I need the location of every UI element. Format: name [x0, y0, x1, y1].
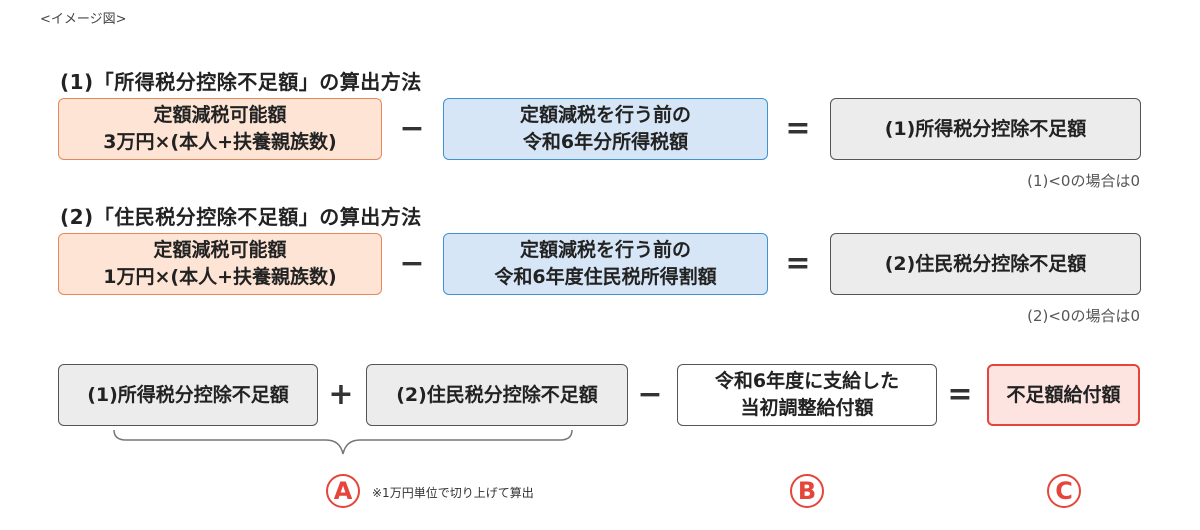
image-caption: <イメージ図> [40, 12, 127, 27]
formula-term2-label: (2)住民税分控除不足額 [396, 383, 598, 406]
section2-deduction-capacity-box: 定額減税可能額 1万円×(本人+扶養親族数) [58, 233, 382, 295]
formula-minus-operator: − [637, 377, 663, 412]
section1-box-b-line1: 定額減税を行う前の [519, 104, 691, 126]
section2-result-box: (2)住民税分控除不足額 [830, 233, 1141, 295]
sum-brace [113, 429, 573, 455]
formula-result-label: 不足額給付額 [1006, 383, 1121, 406]
label-c-circle: C [1047, 474, 1081, 508]
label-a-circle: A [326, 474, 360, 508]
formula-term1-label: (1)所得税分控除不足額 [87, 383, 289, 406]
formula-equals-operator: = [947, 377, 973, 412]
section1-result-box: (1)所得税分控除不足額 [830, 98, 1141, 160]
section1-minus-operator: − [399, 111, 425, 146]
formula-term3-line1: 令和6年度に支給した [714, 370, 900, 392]
section1-box-b-line2: 令和6年分所得税額 [522, 131, 689, 153]
section1-result-label: (1)所得税分控除不足額 [884, 117, 1087, 140]
section2-result-label: (2)住民税分控除不足額 [884, 252, 1087, 275]
section2-box-b-line2: 令和6年度住民税所得割額 [494, 266, 717, 288]
section1-income-tax-box: 定額減税を行う前の 令和6年分所得税額 [443, 98, 768, 160]
section2-box-a-line1: 定額減税可能額 [153, 239, 287, 261]
section1-box-a-line1: 定額減税可能額 [153, 104, 287, 126]
formula-term1-box: (1)所得税分控除不足額 [58, 364, 318, 426]
section2-resident-tax-box: 定額減税を行う前の 令和6年度住民税所得割額 [443, 233, 768, 295]
section1-box-a-line2: 3万円×(本人+扶養親族数) [103, 131, 337, 153]
formula-term2-box: (2)住民税分控除不足額 [366, 364, 628, 426]
section2-box-b-line1: 定額減税を行う前の [519, 239, 691, 261]
section1-deduction-capacity-box: 定額減税可能額 3万円×(本人+扶養親族数) [58, 98, 382, 160]
section1-note: (1)<0の場合は0 [1027, 172, 1140, 190]
formula-plus-operator: + [328, 377, 354, 412]
formula-result-box: 不足額給付額 [987, 364, 1140, 426]
section2-box-a-line2: 1万円×(本人+扶養親族数) [103, 266, 337, 288]
section2-minus-operator: − [399, 246, 425, 281]
section1-equals-operator: = [785, 111, 811, 146]
section2-equals-operator: = [785, 246, 811, 281]
label-a-note: ※1万円単位で切り上げて算出 [372, 486, 534, 500]
section2-heading: (2)「住民税分控除不足額」の算出方法 [60, 205, 422, 229]
section1-heading: (1)「所得税分控除不足額」の算出方法 [60, 70, 422, 94]
section2-note: (2)<0の場合は0 [1027, 307, 1140, 325]
label-b-circle: B [790, 474, 824, 508]
formula-term3-box: 令和6年度に支給した 当初調整給付額 [677, 364, 937, 426]
formula-term3-line2: 当初調整給付額 [740, 397, 874, 419]
